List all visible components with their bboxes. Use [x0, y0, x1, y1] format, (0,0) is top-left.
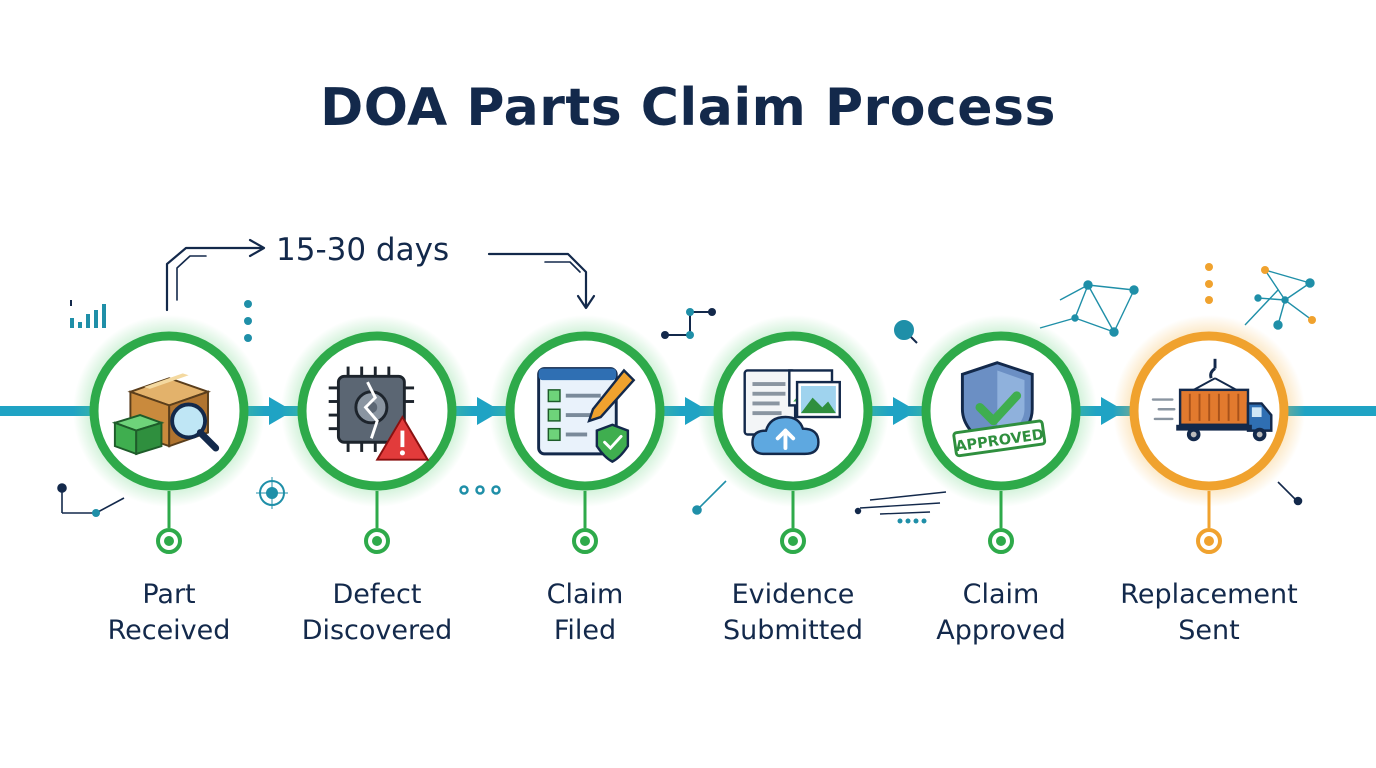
dots-row-icon — [459, 485, 501, 495]
step-label-line1: Claim — [962, 579, 1040, 610]
step-label-line2: Sent — [1178, 615, 1240, 646]
step-node — [1113, 315, 1305, 554]
diagonal-trace-icon — [692, 480, 727, 515]
step-marker-dot — [164, 536, 174, 546]
step-label-line1: Evidence — [731, 579, 855, 610]
step-marker-dot — [1204, 536, 1214, 546]
step-marker-dot — [372, 536, 382, 546]
decorations — [57, 263, 1316, 524]
page-title: DOA Parts Claim Process — [320, 78, 1056, 138]
shield-check-approved-icon: APPROVED — [952, 361, 1047, 458]
form-pen-shield-icon — [537, 367, 636, 463]
step-label-line1: Claim — [546, 579, 624, 610]
package-magnifier-icon — [111, 373, 220, 456]
step-label-line2: Submitted — [722, 615, 864, 646]
steps — [73, 315, 1305, 554]
step-marker-dot — [788, 536, 798, 546]
bar-chart-icon — [70, 300, 106, 328]
timing-label: 15-30 days — [276, 232, 450, 268]
magnifier-icon — [894, 320, 918, 344]
step-label-line1: Replacement — [1120, 579, 1298, 610]
dots-vertical-icon — [244, 300, 252, 342]
circuit-trace-icon — [57, 483, 125, 517]
trace-right-icon — [1277, 481, 1303, 506]
broken-chip-warning-icon — [328, 366, 430, 461]
timing-bracket — [165, 238, 596, 312]
target-icon — [256, 477, 288, 509]
step-label-line1: Defect — [332, 579, 422, 610]
network-graph-icon-2 — [1244, 266, 1316, 330]
step-label-line1: Part — [142, 579, 196, 610]
network-graph-icon — [1039, 280, 1139, 337]
truck-container-icon — [1151, 358, 1273, 442]
node-connector-icon — [661, 308, 716, 339]
documents-cloud-upload-icon — [743, 369, 841, 456]
speed-lines-icon — [854, 491, 947, 524]
step-label-line2: Approved — [936, 615, 1066, 646]
dots-orange-icon — [1205, 263, 1213, 304]
step-marker-dot — [996, 536, 1006, 546]
step-label-line2: Filed — [553, 615, 617, 646]
step-label-line2: Received — [107, 615, 231, 646]
step-label-line2: Discovered — [301, 615, 453, 646]
step-marker-dot — [580, 536, 590, 546]
